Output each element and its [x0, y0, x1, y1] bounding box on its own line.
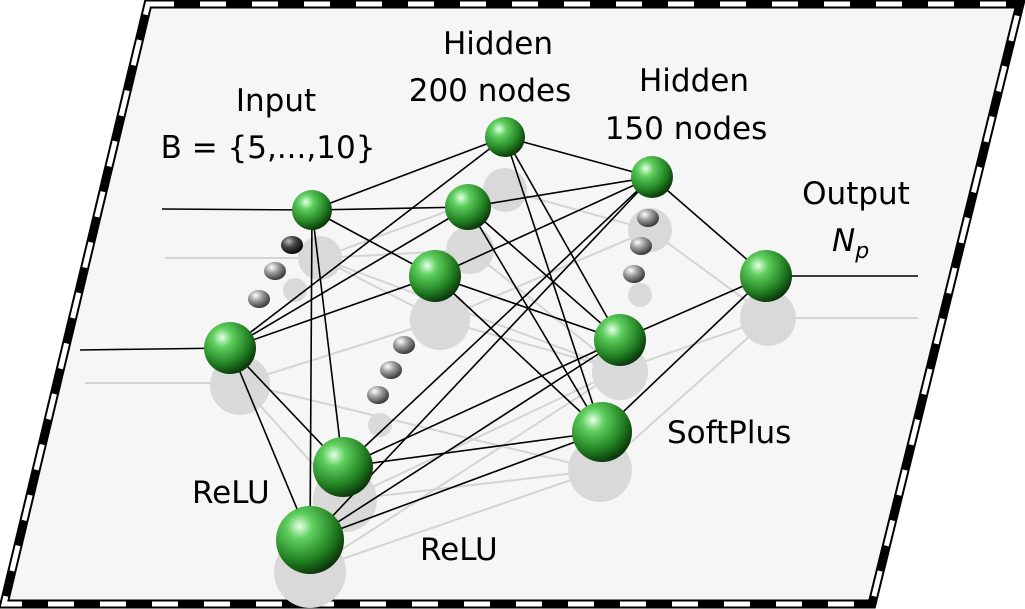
- output-symbol-subscript: p: [855, 239, 870, 265]
- output-layer-nodes: [740, 250, 792, 302]
- softplus-label: SoftPlus: [667, 415, 792, 451]
- output-symbol-main: N: [832, 223, 856, 259]
- hidden1-node: [313, 437, 373, 497]
- panel-background: [4, 4, 1020, 604]
- input-ellipsis-dots: [248, 236, 303, 308]
- relu-label-hidden1: ReLU: [192, 475, 270, 511]
- input-lead-1: [161, 208, 313, 211]
- input-set-label: B = {5,...,10}: [160, 130, 376, 166]
- connections: [79, 136, 918, 541]
- relu-label-hidden2: ReLU: [420, 532, 498, 568]
- hidden1-layer-nodes: [276, 117, 525, 574]
- input-title: Input: [235, 83, 317, 119]
- hidden1-ellipsis-dots: [367, 336, 415, 404]
- hidden2-node: [572, 402, 632, 462]
- hidden2-ellipsis-dots: [623, 209, 659, 283]
- hidden1-title: Hidden: [443, 26, 553, 62]
- input-node: [292, 190, 332, 230]
- output-node: [740, 250, 792, 302]
- hidden1-node: [445, 184, 491, 230]
- hidden1-node: [276, 506, 344, 574]
- hidden1-nodes-label: 200 nodes: [408, 73, 572, 109]
- hidden2-nodes-label: 150 nodes: [604, 111, 768, 147]
- output-title: Output: [802, 176, 910, 212]
- input-node: [204, 322, 256, 374]
- hidden1-node: [485, 117, 525, 157]
- hidden1-node: [409, 250, 461, 302]
- hidden2-node: [631, 156, 673, 198]
- input-layer-nodes: [204, 190, 332, 374]
- hidden2-title: Hidden: [639, 63, 749, 99]
- output-symbol: Np: [832, 222, 869, 271]
- hidden2-layer-nodes: [572, 156, 673, 462]
- hidden2-node: [594, 314, 646, 366]
